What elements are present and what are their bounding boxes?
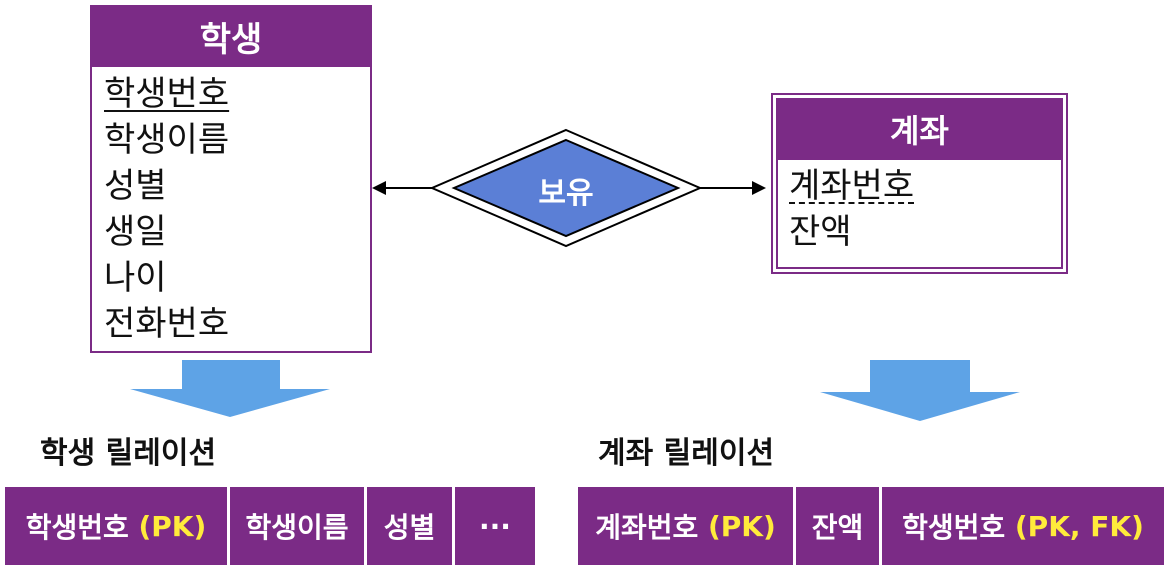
account-col-number-name: 계좌번호 xyxy=(595,511,699,544)
arrowhead-left xyxy=(372,181,386,195)
student-attr-birthday: 생일 xyxy=(104,212,167,252)
student-attr-name: 학생이름 xyxy=(104,120,230,160)
account-entity: 계좌 계좌번호 잔액 xyxy=(771,93,1068,274)
student-relation-table: 학생번호 (PK) 학생이름 성별 ··· xyxy=(5,487,535,565)
account-col-student-id: 학생번호 (PK, FK) xyxy=(882,487,1164,565)
account-entity-title: 계좌 xyxy=(778,100,1061,160)
student-relation-label: 학생 릴레이션 xyxy=(40,436,217,471)
account-col-student-id-tag: (PK, FK) xyxy=(1014,509,1144,543)
student-col-id-tag: (PK) xyxy=(138,509,207,543)
student-attr-id: 학생번호 xyxy=(104,74,230,114)
down-arrow-account xyxy=(820,360,1020,421)
student-attr-gender: 성별 xyxy=(104,166,167,206)
account-col-number: 계좌번호 (PK) xyxy=(578,487,796,565)
student-col-more: ··· xyxy=(455,487,535,565)
student-attr-age: 나이 xyxy=(104,258,167,298)
account-col-student-id-name: 학생번호 xyxy=(902,511,1006,544)
student-col-gender: 성별 xyxy=(367,487,455,565)
account-col-balance: 잔액 xyxy=(796,487,882,565)
relationship-diamond-inner xyxy=(451,138,681,238)
account-attr-balance: 잔액 xyxy=(789,212,852,252)
account-attr-number: 계좌번호 xyxy=(789,166,915,206)
account-relation-label: 계좌 릴레이션 xyxy=(598,436,775,471)
student-col-id: 학생번호 (PK) xyxy=(5,487,230,565)
student-attr-phone: 전화번호 xyxy=(104,304,230,344)
arrowhead-right xyxy=(752,181,766,195)
account-attribute-list: 계좌번호 잔액 xyxy=(789,163,914,255)
account-col-number-tag: (PK) xyxy=(707,509,776,543)
student-attribute-list: 학생번호 학생이름 성별 생일 나이 전화번호 xyxy=(104,71,229,347)
account-relation-table: 계좌번호 (PK) 잔액 학생번호 (PK, FK) xyxy=(578,487,1164,565)
student-entity: 학생 학생번호 학생이름 성별 생일 나이 전화번호 xyxy=(90,5,372,353)
relationship-label: 보유 xyxy=(538,176,594,211)
student-entity-title: 학생 xyxy=(92,7,370,67)
down-arrow-student xyxy=(130,360,330,417)
student-col-id-name: 학생번호 xyxy=(25,511,129,544)
student-col-name: 학생이름 xyxy=(230,487,367,565)
